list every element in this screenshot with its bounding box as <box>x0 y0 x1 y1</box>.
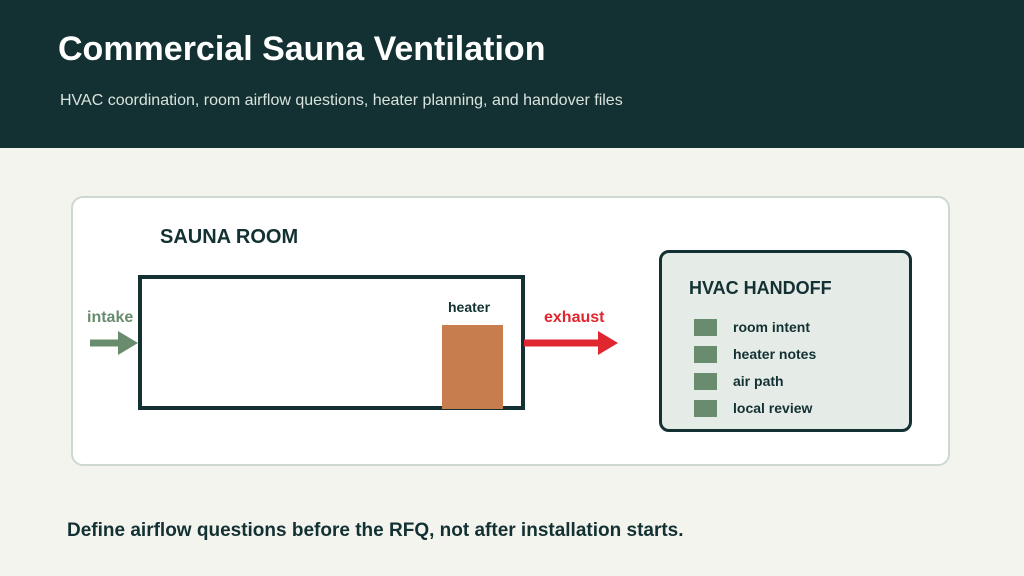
heater-block <box>442 325 503 409</box>
checkbox-square-icon <box>694 319 717 336</box>
page-title: Commercial Sauna Ventilation <box>58 30 546 68</box>
sauna-room-label: SAUNA ROOM <box>160 226 299 248</box>
checkbox-square-icon <box>694 400 717 417</box>
exhaust-arrow <box>524 331 618 355</box>
handoff-item-label: air path <box>733 373 784 389</box>
hvac-handoff-title: HVAC HANDOFF <box>689 278 832 298</box>
intake-label: intake <box>87 309 134 326</box>
checkbox-square-icon <box>694 346 717 363</box>
heater-label: heater <box>448 299 491 315</box>
checkbox-square-icon <box>694 373 717 390</box>
handoff-item-label: room intent <box>733 319 810 335</box>
exhaust-label: exhaust <box>544 309 605 326</box>
footer-note: Define airflow questions before the RFQ,… <box>67 520 684 541</box>
page-subtitle: HVAC coordination, room airflow question… <box>60 92 623 109</box>
handoff-item-label: local review <box>733 400 813 416</box>
header-banner: Commercial Sauna Ventilation HVAC coordi… <box>0 0 1024 148</box>
intake-arrow <box>90 331 138 355</box>
handoff-item-label: heater notes <box>733 346 817 362</box>
